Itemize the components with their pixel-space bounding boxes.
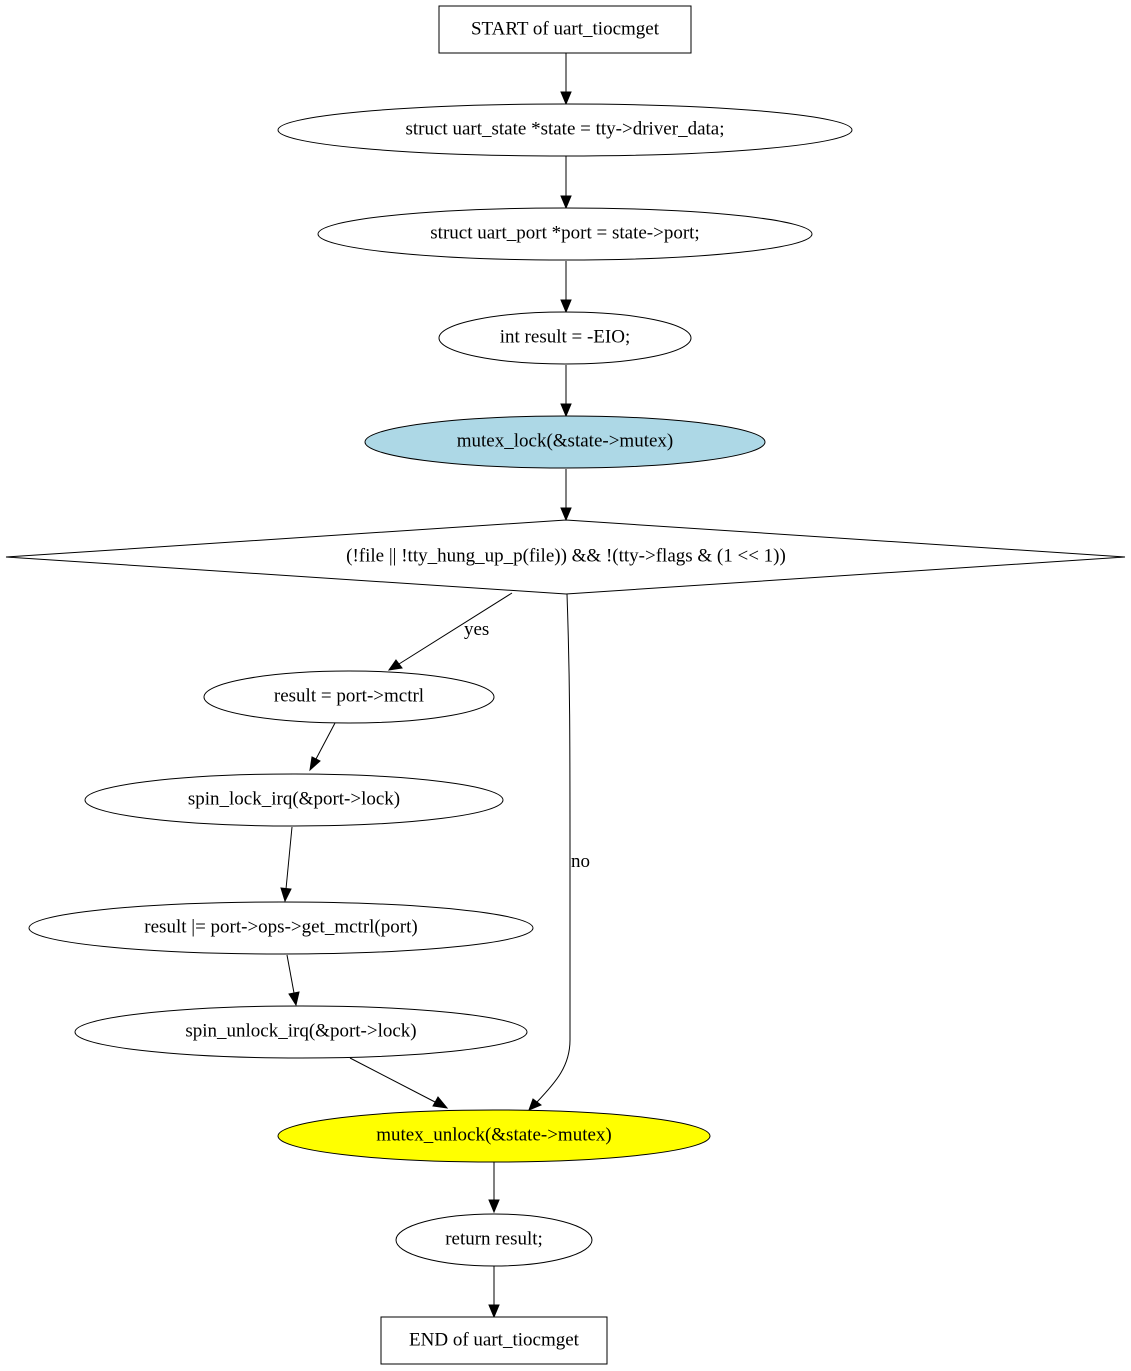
node-result-mctrl — [203, 670, 495, 724]
node-get-mctrl — [28, 901, 534, 955]
node-port-decl — [317, 207, 813, 261]
arrowhead — [528, 1098, 542, 1111]
node-end-label: END of uart_tiocmget — [409, 1329, 580, 1350]
node-spin-unlock — [74, 1005, 528, 1059]
edge-no-label: no — [571, 851, 590, 872]
arrowhead — [387, 659, 403, 671]
node-mutex-lock — [364, 415, 766, 469]
node-condition-label: (!file || !tty_hung_up_p(file)) && !(tty… — [346, 545, 786, 566]
arrowhead — [488, 1304, 500, 1319]
node-result-decl-label: int result = -EIO; — [500, 326, 631, 347]
arrowhead — [560, 507, 572, 522]
node-result-decl — [438, 311, 692, 365]
edge-yes — [398, 592, 513, 665]
node-state-decl-label: struct uart_state *state = tty->driver_d… — [406, 118, 725, 139]
arrowhead — [488, 1199, 500, 1214]
node-start — [438, 5, 692, 54]
node-mutex-unlock-label: mutex_unlock(&state->mutex) — [376, 1124, 612, 1145]
node-port-decl-label: struct uart_port *port = state->port; — [430, 222, 699, 243]
edges — [280, 53, 572, 1319]
node-mutex-unlock — [277, 1109, 711, 1163]
node-state-decl — [277, 103, 853, 157]
arrowhead — [309, 756, 321, 772]
arrowhead — [560, 299, 572, 314]
edge-spinunlock-to-mutexunlock — [349, 1057, 436, 1103]
edge-mctrl-to-spinlock — [315, 722, 336, 760]
arrowhead — [560, 91, 572, 106]
edge-spinlock-to-getmctrl — [285, 826, 293, 890]
node-return — [395, 1213, 593, 1267]
node-return-label: return result; — [445, 1228, 543, 1249]
arrowhead — [560, 403, 572, 418]
arrowhead — [280, 887, 292, 903]
node-get-mctrl-label: result |= port->ops->get_mctrl(port) — [144, 916, 417, 937]
arrowhead — [288, 991, 300, 1007]
node-spin-unlock-label: spin_unlock_irq(&port->lock) — [185, 1020, 416, 1041]
edge-no — [536, 593, 571, 1103]
edge-getmctrl-to-spinunlock — [286, 954, 295, 994]
node-result-mctrl-label: result = port->mctrl — [274, 685, 424, 706]
node-spin-lock — [84, 773, 504, 827]
node-start-label: START of uart_tiocmget — [471, 18, 660, 39]
nodes: START of uart_tiocmget struct uart_state… — [5, 5, 1126, 1365]
node-spin-lock-label: spin_lock_irq(&port->lock) — [188, 788, 400, 809]
edge-yes-label: yes — [464, 619, 489, 640]
arrowhead — [432, 1096, 449, 1109]
node-mutex-lock-label: mutex_lock(&state->mutex) — [457, 430, 674, 451]
node-condition — [5, 519, 1126, 595]
arrowhead — [560, 195, 572, 210]
node-end — [380, 1316, 608, 1365]
